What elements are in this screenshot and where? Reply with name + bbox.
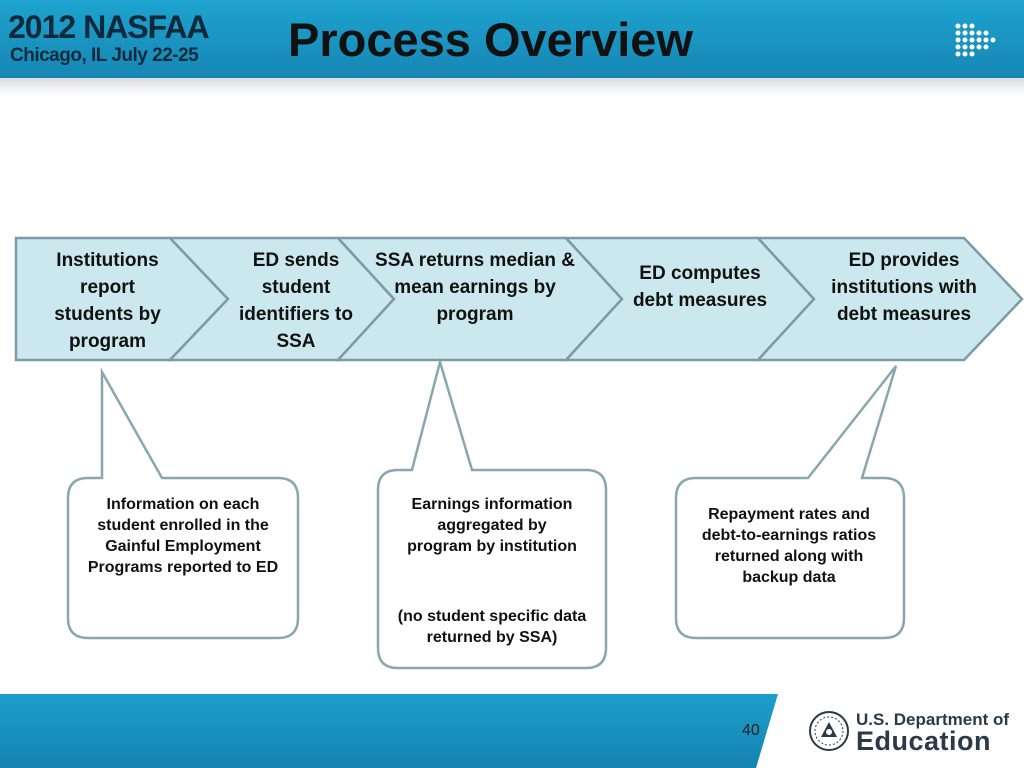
department-name-line1: U.S. Department of [856,710,1010,729]
callout-bubble-1 [66,367,300,640]
page-number: 40 [742,722,760,739]
callout-text-1: Information on each student enrolled in … [87,496,279,576]
conference-logo-subtitle: Chicago, IL July 22-25 [10,45,199,66]
callout-text-3: Repayment rates and debt-to-earnings rat… [701,506,877,586]
callout-subtext-2: (no student specific data returned by SS… [397,608,587,646]
header-shadow [0,78,1024,96]
footer-wedge [756,694,778,768]
header-bar [0,0,1024,78]
step-label-3: SSA returns median & mean earnings by pr… [375,250,575,325]
department-name-line2: Education [856,726,992,756]
callout-bubble-3 [674,365,906,640]
conference-logo-title: 2012 NASFAA [8,9,210,45]
step-label-4: ED computes debt measures [632,263,768,311]
callout-text-2: Earnings information aggregated by progr… [407,496,577,555]
step-label-1: Institutions report students by program [54,250,161,352]
step-chevron-5 [755,236,1024,362]
step-label-5: ED provides institutions with debt measu… [831,250,977,325]
department-seal-icon [809,711,849,751]
dots-grid-icon [955,23,996,57]
slide-title: Process Overview [288,13,693,66]
step-label-2: ED sends student identifiers to SSA [238,250,353,352]
callout-bubble-2 [376,357,608,670]
